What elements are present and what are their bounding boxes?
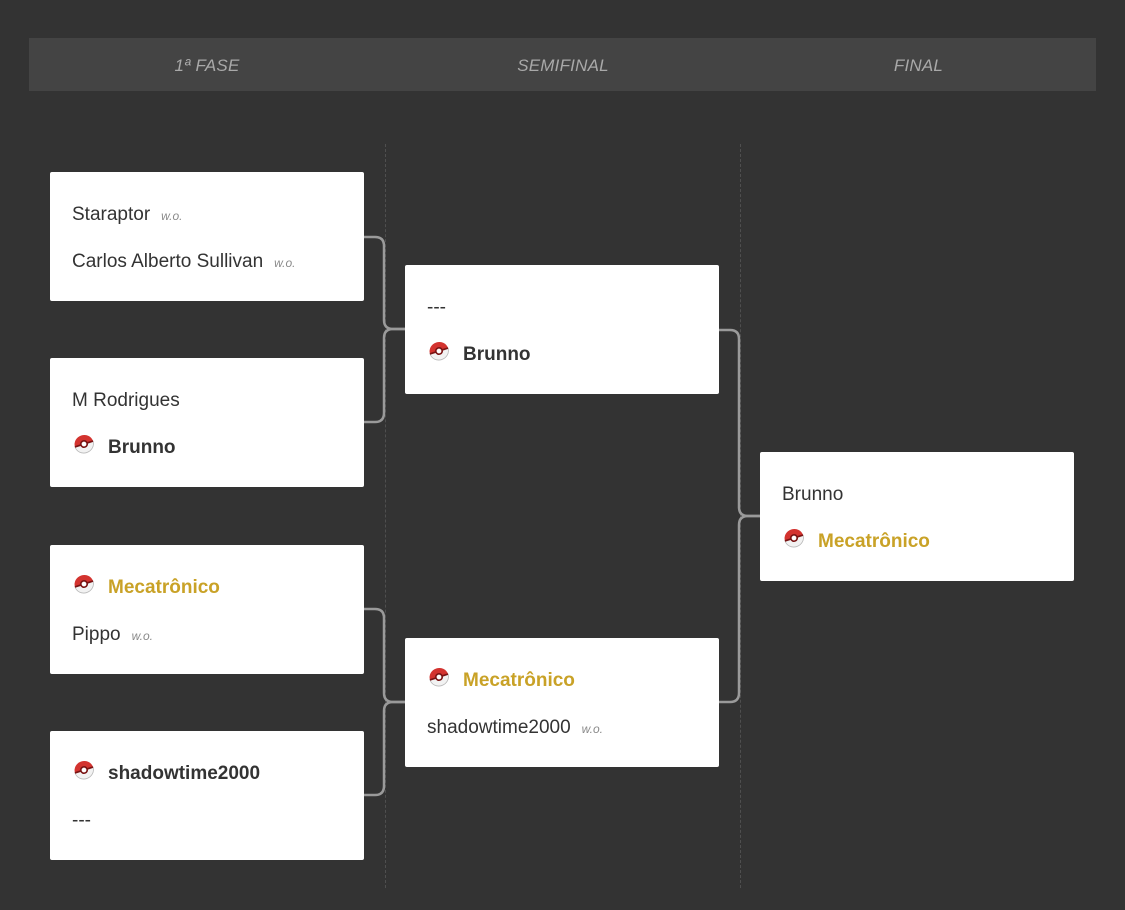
player-name: shadowtime2000 <box>427 717 571 738</box>
walkover-badge: w.o. <box>581 722 604 736</box>
player-entry: Brunno <box>427 340 705 370</box>
player-name: Brunno <box>108 437 176 458</box>
rounds-header: 1ª FASE SEMIFINAL FINAL <box>29 38 1096 91</box>
match-card-r1-4[interactable]: shadowtime2000 --- <box>50 731 364 860</box>
player-name: Brunno <box>463 344 531 365</box>
pokeball-icon <box>72 759 96 781</box>
pokeball-icon <box>782 527 806 549</box>
walkover-badge: w.o. <box>161 209 183 223</box>
player-name: Brunno <box>782 484 844 505</box>
player-name: Mecatrônico <box>818 531 930 552</box>
player-entry: --- <box>72 806 350 836</box>
player-name: --- <box>72 810 91 831</box>
pokeball-icon <box>427 340 451 362</box>
player-entry: Mecatrônico <box>782 527 1060 557</box>
match-card-semi-1[interactable]: --- Brunno <box>405 265 719 394</box>
player-entry: Pippo w.o. <box>72 620 350 650</box>
match-card-semi-2[interactable]: Mecatrônico shadowtime2000 w.o. <box>405 638 719 767</box>
round-title-final: FINAL <box>893 56 944 75</box>
column-divider <box>740 144 741 888</box>
pokeball-icon <box>72 573 96 595</box>
player-entry: shadowtime2000 w.o. <box>427 713 705 743</box>
round-title-semifinal: SEMIFINAL <box>517 56 609 75</box>
player-entry: M Rodrigues <box>72 386 350 416</box>
player-name: --- <box>427 297 446 318</box>
player-entry: --- <box>427 293 705 323</box>
player-entry: Brunno <box>72 433 350 463</box>
column-divider <box>385 144 386 888</box>
pokeball-icon <box>427 666 451 688</box>
player-entry: Mecatrônico <box>72 573 350 603</box>
player-entry: Brunno <box>782 480 1060 510</box>
match-card-r1-1[interactable]: Staraptor w.o. Carlos Alberto Sullivan w.o. <box>50 172 364 301</box>
player-entry: Staraptor w.o. <box>72 200 350 230</box>
player-entry: Mecatrônico <box>427 666 705 696</box>
round-title-first: 1ª FASE <box>174 56 240 75</box>
player-name: Staraptor <box>72 204 151 225</box>
player-entry: Carlos Alberto Sullivan w.o. <box>72 247 350 277</box>
player-name: Carlos Alberto Sullivan <box>72 251 264 272</box>
walkover-badge: w.o. <box>131 629 153 643</box>
player-name: Mecatrônico <box>463 670 575 691</box>
player-name: M Rodrigues <box>72 390 180 411</box>
player-name: shadowtime2000 <box>108 763 261 784</box>
player-name: Mecatrônico <box>108 577 220 598</box>
player-name: Pippo <box>72 624 121 645</box>
player-entry: shadowtime2000 <box>72 759 350 789</box>
pokeball-icon <box>72 433 96 455</box>
walkover-badge: w.o. <box>274 256 296 270</box>
